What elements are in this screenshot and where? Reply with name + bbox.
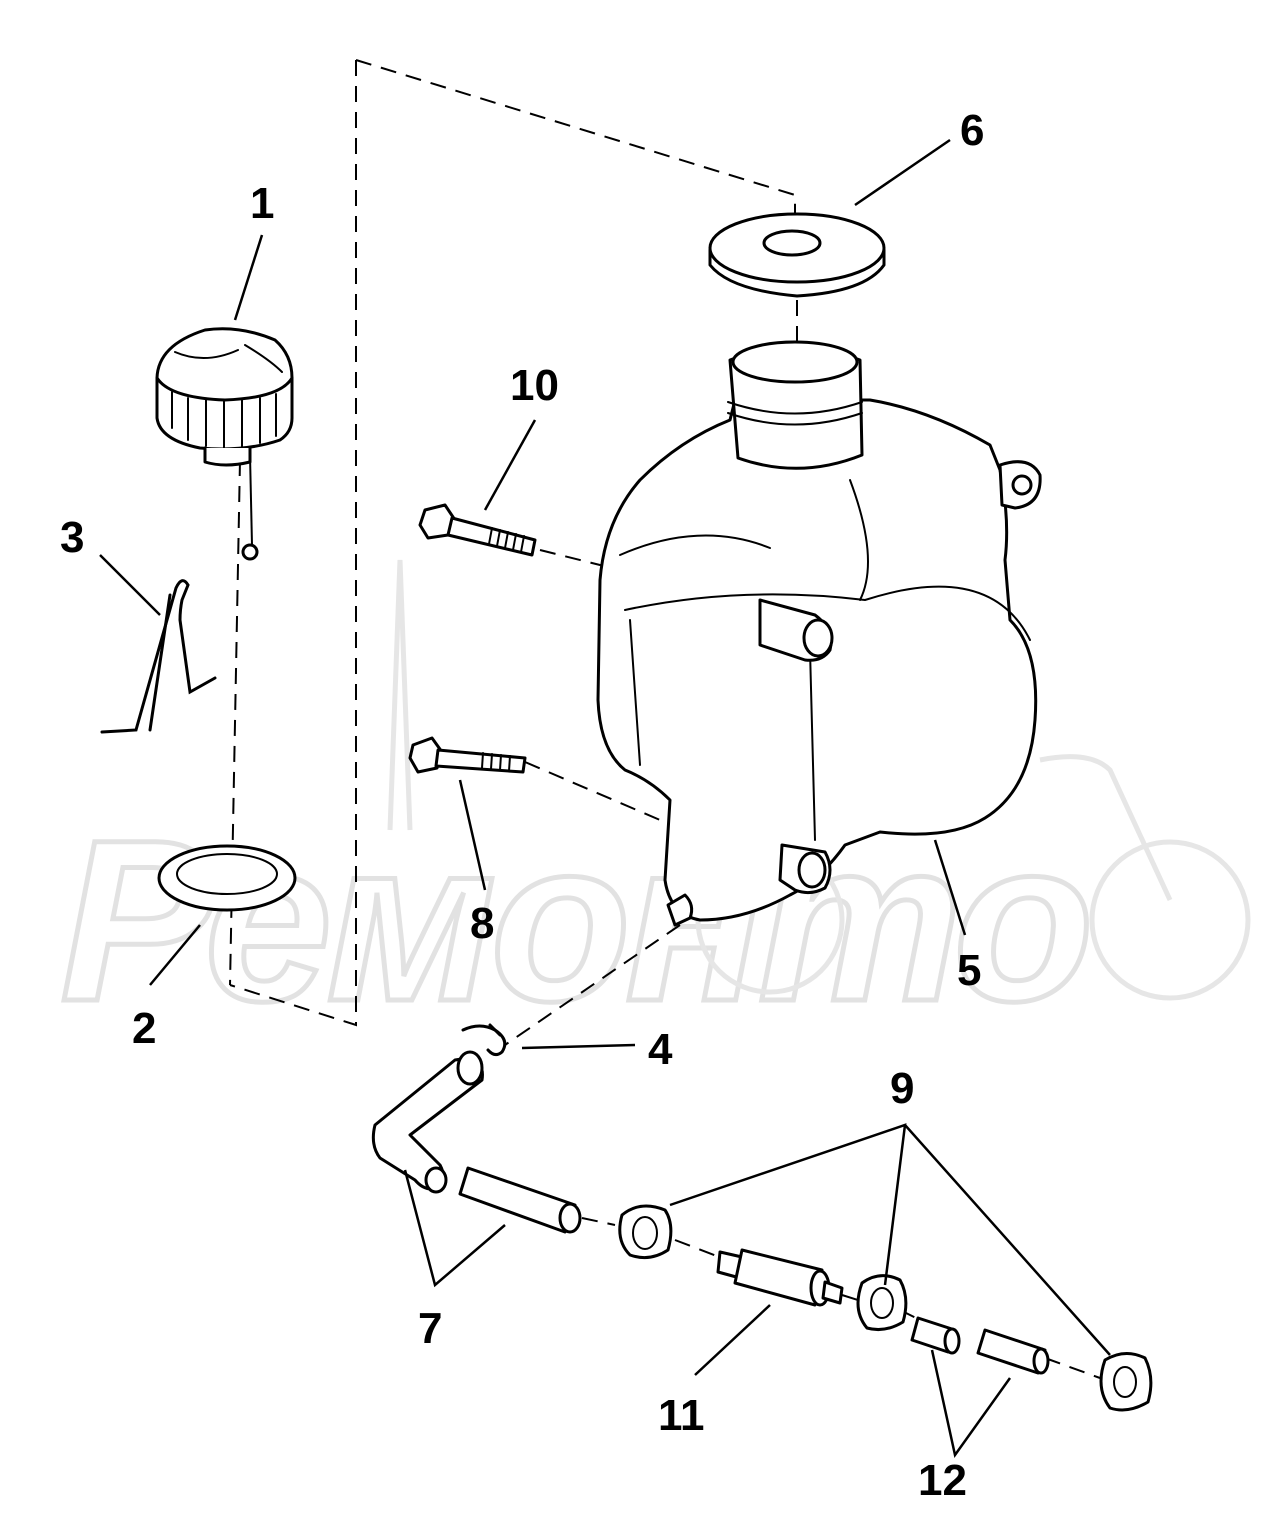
- tank-outlet-nipple: [666, 893, 694, 927]
- dash-top-to-washer: [355, 59, 796, 215]
- washer-face: [708, 212, 886, 284]
- dash-filter-to-clip: [841, 1294, 859, 1301]
- cap-grip-ridges: [174, 344, 283, 373]
- leader-2: [149, 924, 201, 986]
- washer-hole: [762, 229, 822, 257]
- clip-2: [856, 1274, 908, 1331]
- leader-3: [99, 554, 161, 616]
- tank-lower-boss-hole: [797, 851, 827, 889]
- gasket-inner: [176, 853, 278, 895]
- gasket-outer: [157, 844, 297, 912]
- hose-pieces-part: [910, 1316, 1050, 1375]
- leader-lines: [99, 138, 1111, 1459]
- clip-3-hole: [1113, 1366, 1137, 1398]
- callout-labels: 1 2 3 4 5 6 7 8 9 10 11 12: [60, 106, 984, 1505]
- callout-1: 1: [250, 179, 274, 228]
- tank-contours: [619, 479, 1031, 641]
- clamp-loop: [461, 1024, 507, 1057]
- hose-sleeve: [458, 1166, 577, 1234]
- cap-top: [155, 327, 294, 402]
- hose-sleeve-end: [558, 1202, 582, 1234]
- clip-2-body: [856, 1274, 908, 1331]
- retaining-wire-part: [100, 579, 217, 734]
- leader-5: [933, 839, 967, 936]
- tank-side-edges: [629, 619, 816, 841]
- dash-frame-left: [229, 60, 357, 1027]
- callout-4: 4: [648, 1025, 673, 1074]
- dash-sleeve-to-clip: [1044, 1357, 1101, 1379]
- clamp-tab: [488, 1023, 502, 1037]
- leader-10: [483, 419, 537, 511]
- leader-9: [669, 1123, 1111, 1356]
- tank-neck-rim: [731, 340, 859, 384]
- tank-mount-hole: [1011, 474, 1033, 496]
- clip-3-body: [1099, 1352, 1153, 1412]
- dash-clip-to-filter: [674, 1239, 723, 1259]
- bolt-lower-part: [408, 736, 527, 774]
- hose-piece-short-end: [943, 1327, 961, 1355]
- filler-cap-part: [155, 327, 294, 561]
- filter-body: [733, 1248, 824, 1307]
- dash-outlet-to-clamp: [504, 924, 681, 1046]
- tank-neck-threads: [727, 401, 863, 426]
- callout-11: 11: [658, 1391, 705, 1440]
- callout-5: 5: [957, 946, 981, 995]
- dash-cap-axis: [229, 459, 241, 986]
- leader-1: [233, 234, 264, 321]
- clip-1: [618, 1204, 673, 1260]
- leader-12: [930, 1349, 1012, 1459]
- spring-clips-part: [618, 1204, 1153, 1412]
- wire-spring: [100, 579, 217, 734]
- fuel-hose-part: [371, 1050, 582, 1234]
- watermark-wheel-right: [1089, 839, 1251, 1001]
- cap-strap-eyelet: [241, 543, 259, 561]
- clip-3: [1099, 1352, 1153, 1412]
- leader-4: [521, 1043, 636, 1050]
- leader-8: [458, 779, 487, 891]
- bolt8-threads: [481, 752, 511, 772]
- cap-stem: [203, 446, 252, 467]
- clip-1-body: [618, 1204, 673, 1260]
- cap-strap: [249, 454, 253, 546]
- gasket-part: [157, 844, 297, 912]
- callout-8: 8: [470, 899, 494, 948]
- hose-piece-long-end: [1032, 1347, 1050, 1375]
- callout-2: 2: [132, 1004, 156, 1053]
- bolt8-head: [408, 736, 444, 774]
- watermark-fork: [1039, 754, 1173, 902]
- hose-end-bottom: [424, 1166, 448, 1194]
- tank-upper-boss-hole: [802, 618, 834, 658]
- callout-6: 6: [960, 106, 984, 155]
- callout-7: 7: [418, 1304, 442, 1353]
- bolt-upper-part: [418, 503, 537, 557]
- clip-1-hole: [632, 1216, 658, 1250]
- bolt10-threads: [488, 527, 525, 553]
- dash-hose-to-clip: [581, 1217, 616, 1226]
- callout-12: 12: [918, 1456, 967, 1505]
- hose-end-top: [456, 1050, 484, 1086]
- clip-2-hole: [870, 1287, 894, 1319]
- assembly-lines: [229, 59, 1101, 1379]
- callout-3: 3: [60, 513, 84, 562]
- fuel-filter-part: [716, 1248, 844, 1307]
- watermark-spire: [387, 559, 413, 831]
- leader-6: [854, 138, 951, 207]
- wire-leg: [148, 593, 172, 732]
- leader-11: [694, 1304, 771, 1376]
- tank-part: [596, 340, 1042, 927]
- bolt8-shank: [434, 748, 527, 774]
- washer-part: [708, 212, 886, 298]
- hose-clamp-part: [461, 1023, 507, 1057]
- callout-10: 10: [510, 361, 559, 410]
- filter-outlet: [821, 1280, 844, 1305]
- leader-7: [403, 1169, 506, 1288]
- callout-9: 9: [890, 1064, 914, 1113]
- cap-knurl-lines: [171, 391, 277, 449]
